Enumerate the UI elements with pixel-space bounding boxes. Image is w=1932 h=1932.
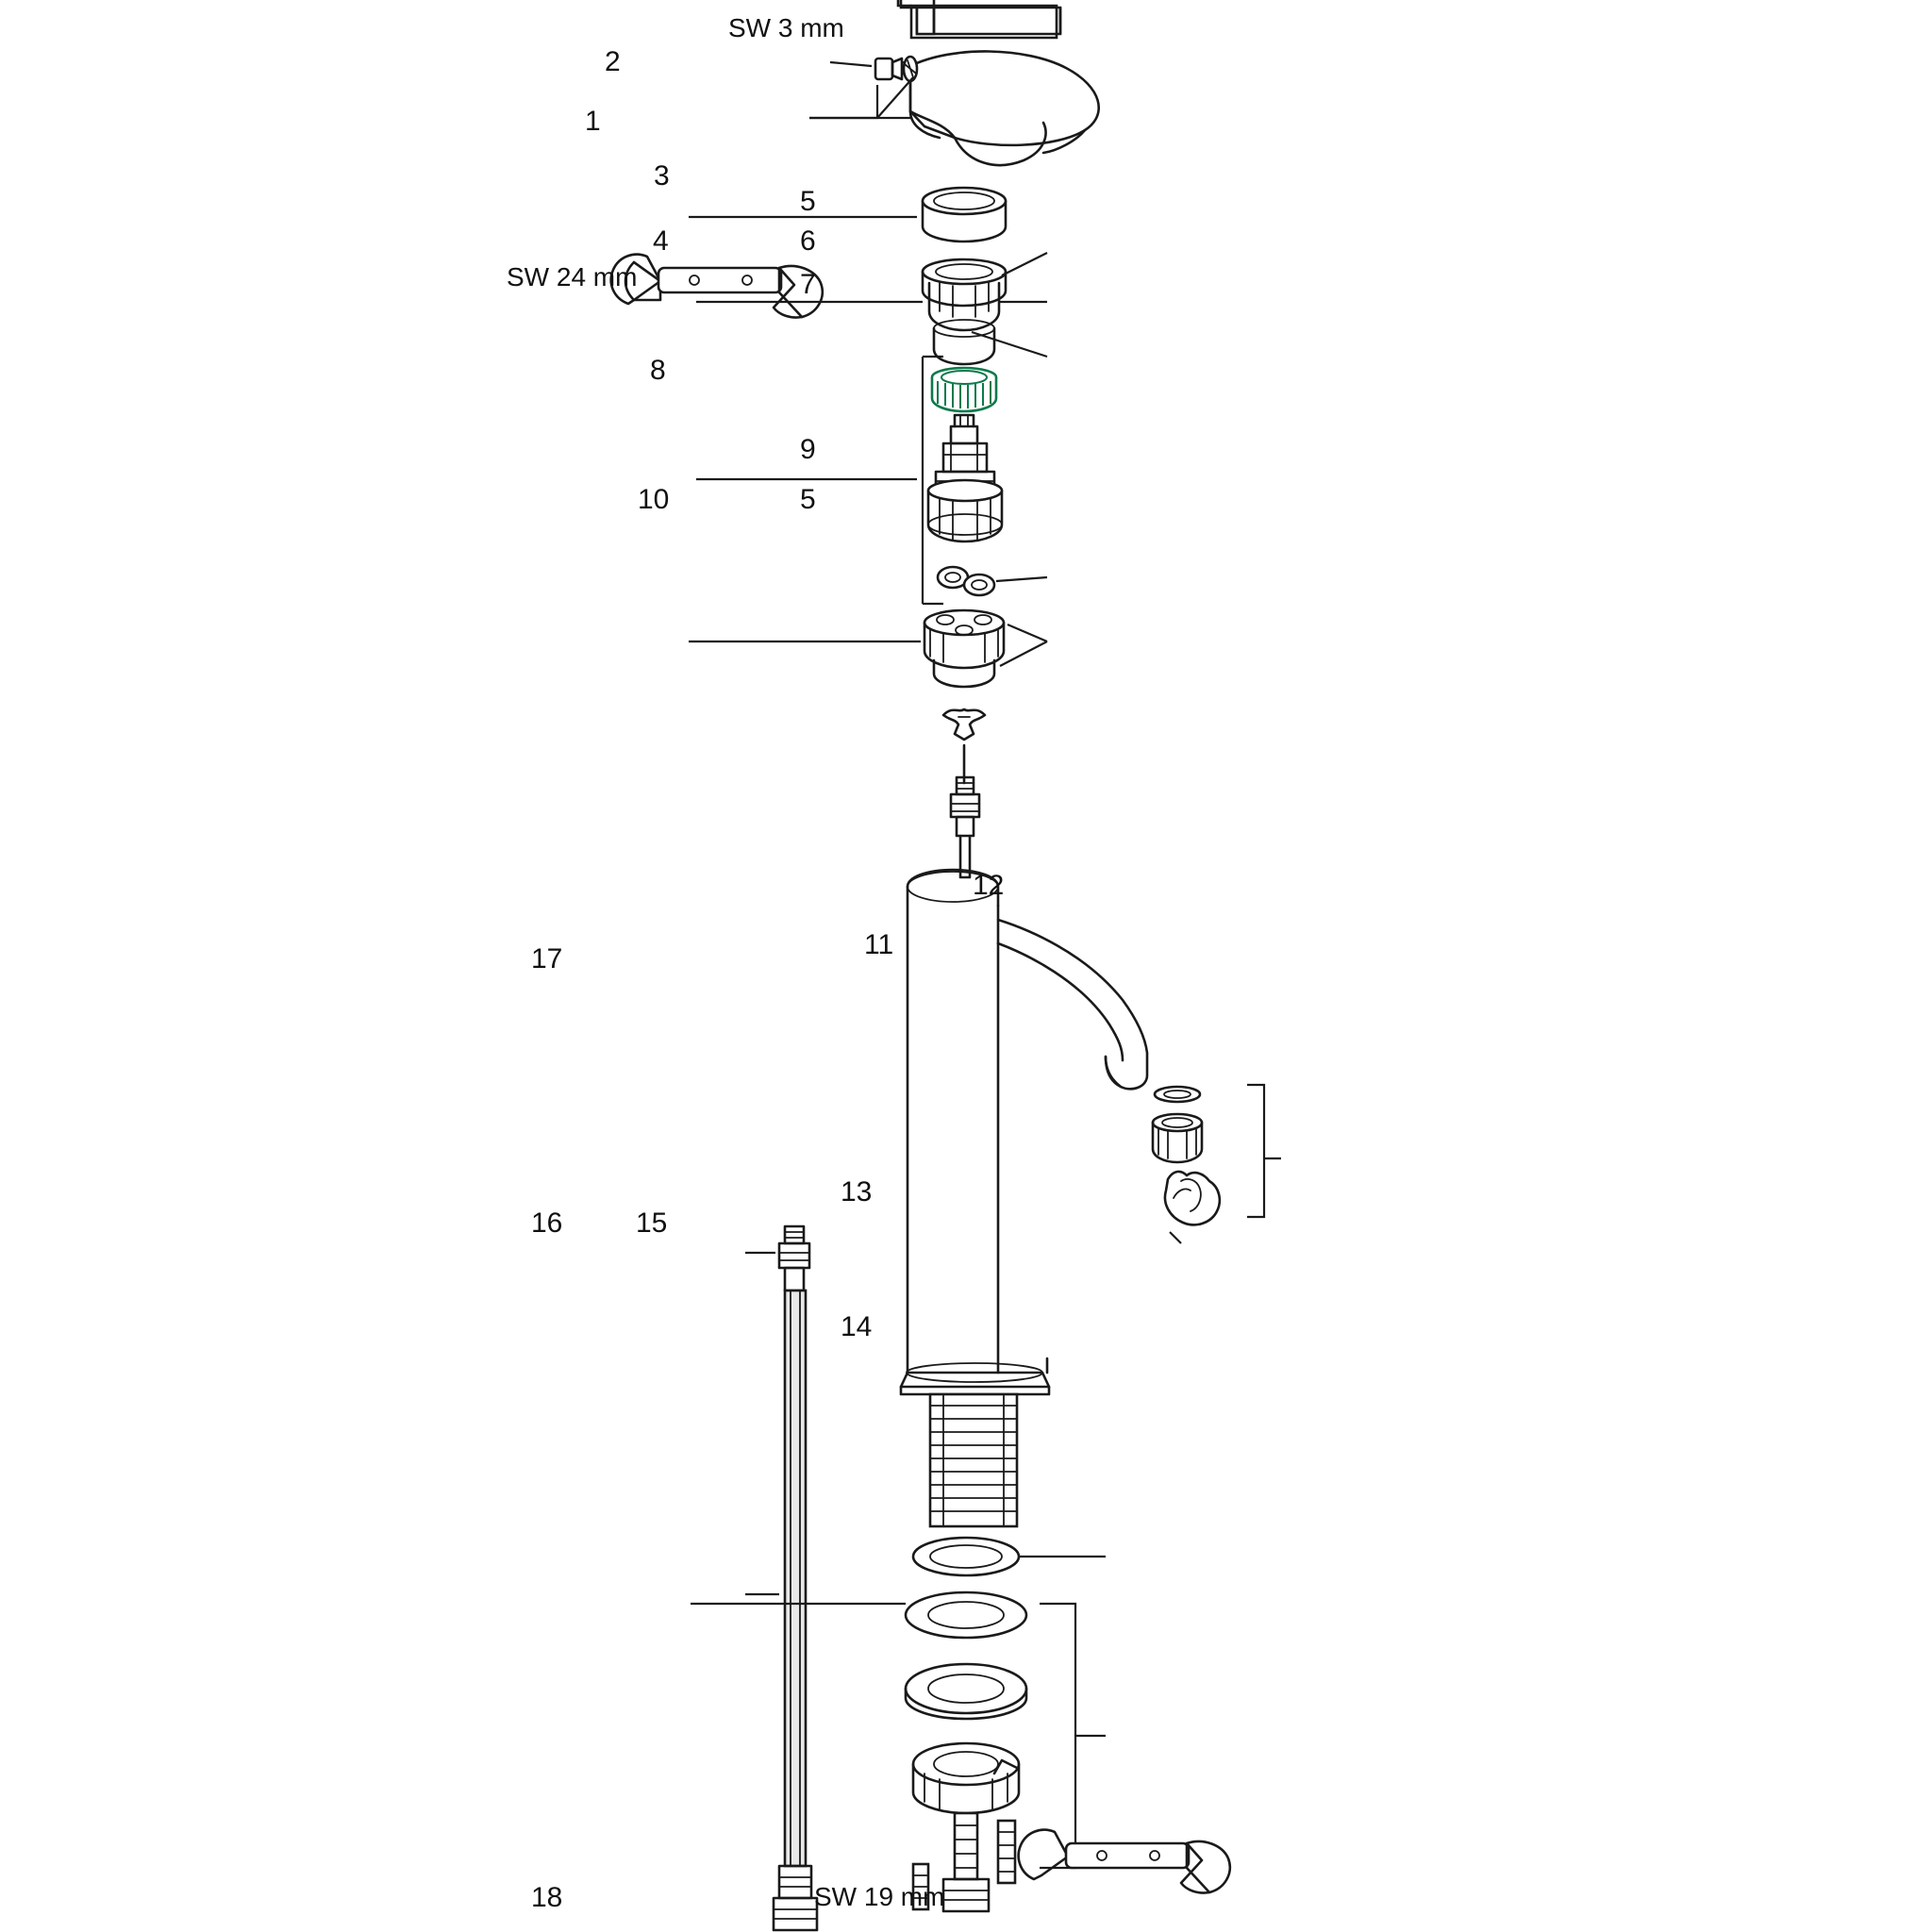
leader-5a [1001, 252, 1048, 276]
callout-7: 7 [800, 269, 816, 300]
callout-13: 13 [841, 1176, 873, 1208]
allen-key-icon [899, 0, 1062, 36]
leader-7 [971, 330, 1048, 358]
leader-5b-a [1007, 623, 1048, 643]
part-spout-body [906, 868, 1149, 1374]
leader-2 [829, 60, 873, 68]
allen-key-icon-alt [896, 0, 1058, 40]
part-base-seat [923, 608, 1006, 689]
callout-5a: 5 [800, 186, 816, 217]
leader-5b-b [999, 641, 1048, 667]
callout-15: 15 [636, 1208, 668, 1239]
part-threaded-shank [928, 1392, 1019, 1528]
tool-label-sw24: SW 24 mm [507, 262, 638, 291]
callout-16: 16 [531, 1208, 563, 1239]
callout-4: 4 [653, 225, 669, 257]
leader-1-a [809, 85, 879, 120]
part-cartridge [926, 413, 1004, 543]
callout-11: 11 [864, 929, 894, 960]
callout-10: 10 [638, 484, 670, 515]
callout-3: 3 [654, 160, 670, 192]
part-aerator-group [1151, 1085, 1204, 1164]
part-bottom-stems [911, 1811, 1017, 1913]
part-flex-hose [772, 1289, 819, 1932]
part-washer-14a [904, 1662, 1028, 1721]
part-key-clip [941, 708, 987, 741]
part-grub-screw [874, 55, 919, 83]
callout-18: 18 [531, 1882, 563, 1913]
part-cap-nut [921, 258, 1008, 366]
callout-8: 8 [650, 355, 666, 386]
tool-label-sw3: SW 3 mm [728, 13, 844, 42]
part-deck-plate [899, 1362, 1051, 1396]
part-lever-handle [908, 50, 1100, 167]
leader-1-c [876, 76, 914, 119]
bracket-12 [1247, 1083, 1266, 1219]
leader-9 [995, 575, 1048, 583]
tool-label-sw19: SW 19 mm [814, 1882, 945, 1911]
part-aerator-key [1163, 1170, 1222, 1226]
part-washer-15 [904, 1591, 1028, 1640]
part-seals-9 [936, 565, 996, 597]
part-oring-13 [911, 1536, 1021, 1577]
part-nut-14b [911, 1741, 1021, 1815]
callout-5b: 5 [800, 484, 816, 515]
callout-14: 14 [841, 1311, 873, 1342]
part-top-connector [949, 775, 981, 879]
callout-12: 12 [973, 870, 1005, 901]
part-green-seal [930, 366, 998, 413]
open-wrench-icon-19 [1017, 1828, 1231, 1894]
part-hose-top [777, 1224, 811, 1292]
callout-2: 2 [605, 46, 621, 77]
callout-6: 6 [800, 225, 816, 257]
bracket-14 [1040, 1602, 1077, 1870]
callout-9: 9 [800, 434, 816, 465]
callout-17: 17 [531, 943, 563, 974]
part-ring-3 [921, 186, 1008, 243]
callout-1: 1 [585, 106, 601, 137]
leader-11 [1169, 1231, 1182, 1244]
open-wrench-icon-24 [609, 253, 824, 319]
